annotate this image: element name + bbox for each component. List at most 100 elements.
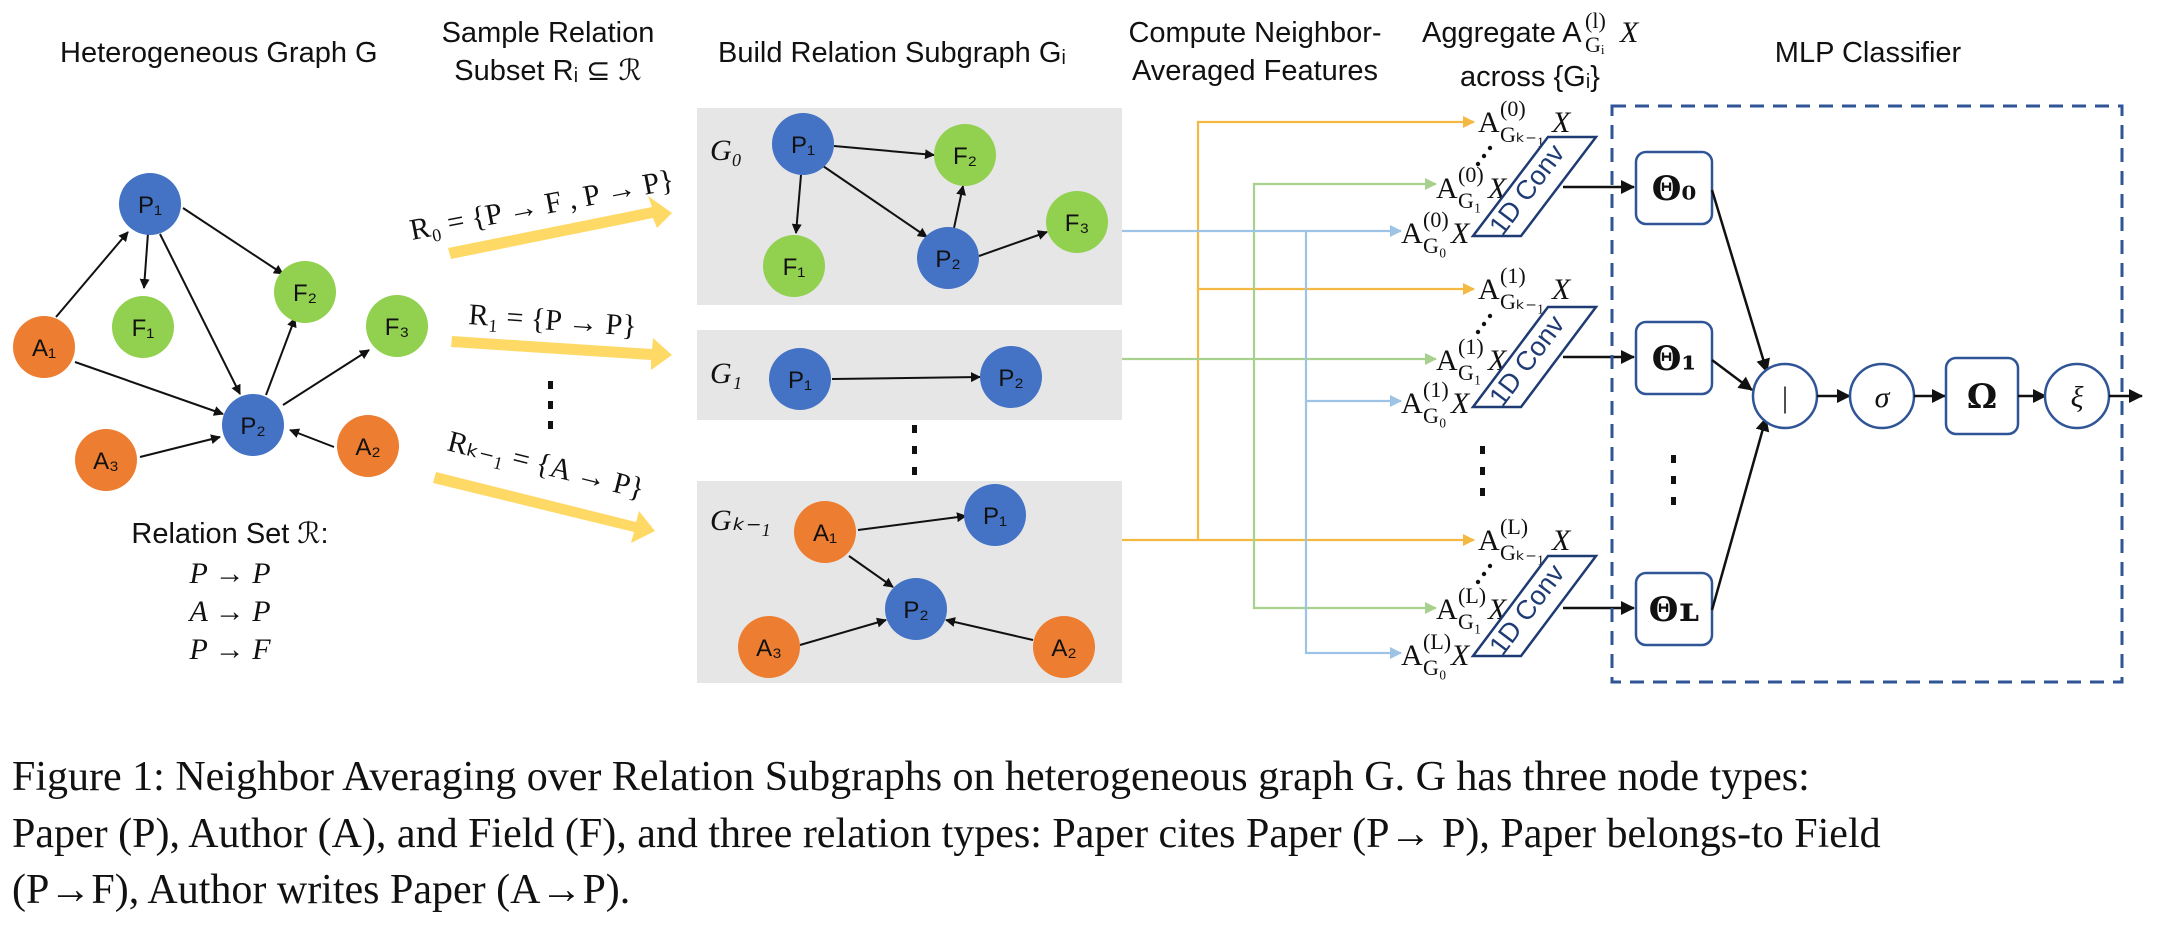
node-a3: A₃	[738, 616, 800, 678]
svg-text:Θ₀: Θ₀	[1652, 169, 1697, 209]
caption-line-1: Figure 1: Neighbor Averaging over Relati…	[12, 754, 1810, 800]
svg-text:Θ₁: Θ₁	[1652, 339, 1697, 379]
svg-text:G₁: G₁	[1458, 360, 1482, 385]
svg-text:A: A	[1401, 217, 1423, 250]
svg-text:F₂: F₂	[293, 280, 317, 307]
subgraph-gk-edges	[799, 512, 1034, 646]
svg-text:σ: σ	[1875, 381, 1891, 414]
relation-item: A → P	[187, 595, 270, 628]
node-a2: A₂	[337, 415, 399, 477]
mlp-classifier-box	[1610, 104, 2124, 684]
svg-text:A₁: A₁	[813, 520, 837, 547]
svg-text:P₂: P₂	[903, 597, 928, 624]
svg-text:(1): (1)	[1500, 263, 1526, 288]
sigma-node: σ	[1848, 362, 1916, 430]
node-p1: P₁	[119, 173, 181, 235]
vertical-ellipsis	[912, 425, 917, 475]
svg-text:(1): (1)	[1458, 334, 1484, 359]
concat-node: |	[1751, 362, 1819, 430]
vertical-ellipsis	[548, 381, 553, 429]
svg-text:F₃: F₃	[1065, 210, 1089, 237]
svg-text:(L): (L)	[1500, 514, 1528, 539]
node-a3: A₃	[75, 429, 137, 491]
vertical-ellipsis	[1480, 446, 1485, 496]
svg-text:X: X	[1551, 273, 1572, 306]
node-p2: P₂	[885, 578, 947, 640]
header-compute-neighbor: Compute Neighbor-	[1128, 17, 1381, 49]
header-aggregate: Aggregate A (l) Gᵢ X across {Gᵢ}	[1422, 8, 1640, 93]
svg-text:G₁: G₁	[1458, 609, 1482, 634]
node-a2: A₂	[1033, 616, 1095, 678]
omega-block: Ω	[1944, 356, 2020, 436]
svg-text:F₁: F₁	[783, 254, 806, 281]
node-f2: F₂	[274, 261, 336, 323]
svg-text:(L): (L)	[1458, 583, 1486, 608]
header-build-subgraph: Build Relation Subgraph Gᵢ	[718, 37, 1066, 69]
relation-set-title: Relation Set ℛ:	[131, 518, 328, 550]
xi-node: ξ	[2043, 362, 2111, 430]
svg-text:A₃: A₃	[93, 448, 119, 475]
svg-text:G₀: G₀	[1423, 403, 1447, 428]
svg-text:A₂: A₂	[1051, 635, 1076, 662]
svg-text:A: A	[1478, 273, 1500, 306]
svg-text:Θʟ: Θʟ	[1649, 590, 1700, 630]
diagonal-ellipsis	[1475, 145, 1493, 585]
node-p1: P₁	[964, 484, 1026, 546]
node-p2: P₂	[980, 346, 1042, 408]
subgraph-label-g0: G₀	[710, 134, 742, 167]
svg-text:|: |	[1782, 381, 1788, 414]
svg-text:A₃: A₃	[756, 635, 782, 662]
svg-text:Gₖ₋₁: Gₖ₋₁	[1500, 540, 1545, 565]
theta-l-block: Θʟ	[1634, 571, 1714, 647]
svg-text:G₀: G₀	[1423, 233, 1447, 258]
svg-text:(0): (0)	[1500, 96, 1526, 121]
svg-text:F₃: F₃	[385, 314, 409, 341]
header-mlp-classifier: MLP Classifier	[1775, 37, 1962, 69]
svg-text:G₁: G₁	[1458, 188, 1482, 213]
subgraph-label-g1: G₁	[710, 357, 742, 390]
svg-text:F₁: F₁	[132, 315, 155, 342]
node-a1: A₁	[13, 316, 75, 378]
svg-text:Aggregate A: Aggregate A	[1422, 17, 1582, 49]
svg-text:A: A	[1478, 524, 1500, 557]
theta-to-concat-arrows	[1710, 189, 1770, 611]
sampled-relation-r1: R₁ = {P → P}	[468, 298, 638, 343]
subgraph-label-gk: Gₖ₋₁	[710, 504, 771, 537]
svg-text:(l): (l)	[1585, 8, 1606, 33]
svg-text:P₁: P₁	[791, 132, 815, 159]
node-f3: F₃	[1046, 191, 1108, 253]
header-heterogeneous-graph: Heterogeneous Graph G	[60, 37, 378, 69]
svg-text:X: X	[1551, 106, 1572, 139]
svg-text:P₂: P₂	[935, 246, 960, 273]
sampled-relation-rk: Rₖ₋₁ = {A → P}	[444, 425, 647, 506]
svg-text:A: A	[1436, 593, 1458, 626]
svg-text:G₀: G₀	[1423, 655, 1447, 680]
node-f2: F₂	[934, 124, 996, 186]
svg-text:(L): (L)	[1423, 629, 1451, 654]
vertical-ellipsis	[1671, 455, 1676, 505]
subgraph-g1-edge	[831, 372, 981, 383]
svg-text:ξ: ξ	[2071, 381, 2084, 414]
subgraph-g0-nodes: P₁ F₂ F₁ P₂ F₃	[763, 113, 1108, 297]
svg-text:X: X	[1450, 639, 1471, 672]
svg-text:X: X	[1619, 16, 1640, 49]
node-p1: P₁	[769, 348, 831, 410]
header-sample-relation: Sample Relation	[442, 17, 655, 49]
svg-text:Ω: Ω	[1967, 377, 1997, 417]
node-p2: P₂	[222, 394, 284, 456]
svg-text:(1): (1)	[1423, 377, 1449, 402]
node-f1: F₁	[763, 235, 825, 297]
subgraph-band-g1	[697, 330, 1122, 420]
caption-line-3: (P→F), Author writes Paper (A→P).	[12, 867, 630, 913]
svg-text:P₁: P₁	[983, 503, 1007, 530]
svg-text:Gᵢ: Gᵢ	[1585, 32, 1605, 57]
svg-text:(0): (0)	[1458, 162, 1484, 187]
relation-set: Relation Set ℛ: P → P A → P P → F	[131, 518, 328, 666]
